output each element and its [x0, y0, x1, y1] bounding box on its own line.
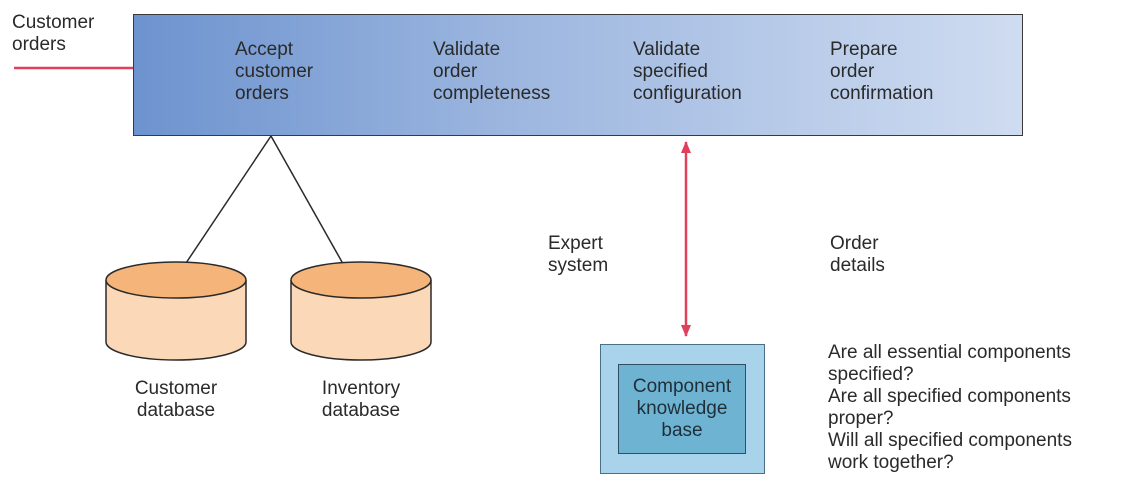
customer-database-cylinder [105, 261, 247, 361]
component-knowledge-base-label: Component knowledge base [632, 376, 732, 441]
expert-system-label: Expert system [548, 233, 609, 276]
component-knowledge-base-box: Component knowledge base [618, 364, 746, 454]
customer-orders-label: Customer orders [12, 12, 95, 55]
validation-questions: Are all essential components specified? … [828, 342, 1072, 474]
step-accept-customer-orders: Accept customer orders [235, 39, 314, 104]
customer-database-label: Customer database [134, 378, 218, 421]
inventory-database-label: Inventory database [321, 378, 401, 421]
question-work-together: Will all specified components work toget… [828, 430, 1072, 473]
question-essential-components: Are all essential components specified? [828, 342, 1071, 385]
order-process-bar [133, 14, 1023, 136]
step-validate-specified-configuration: Validate specified configuration [633, 39, 742, 104]
inventory-database-cylinder [290, 261, 432, 361]
order-details-label: Order details [830, 233, 885, 276]
step-prepare-order-confirmation: Prepare order confirmation [830, 39, 934, 104]
question-proper-components: Are all specified components proper? [828, 386, 1071, 429]
step-validate-order-completeness: Validate order completeness [433, 39, 551, 104]
customer-database-connector [175, 135, 272, 279]
inventory-database-connector [270, 135, 352, 279]
